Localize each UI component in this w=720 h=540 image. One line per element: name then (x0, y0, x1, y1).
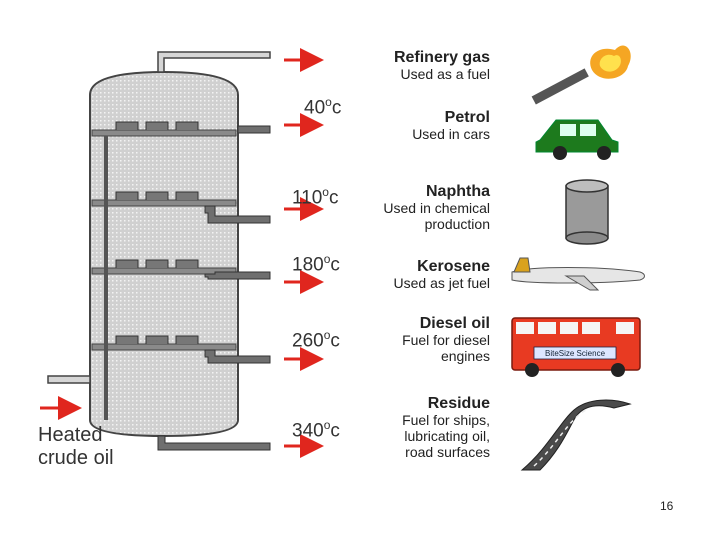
fraction-label-naphtha: Naphtha Used in chemical production (350, 183, 490, 233)
fraction-use: Fuel for ships, (402, 412, 490, 428)
fraction-label-kerosene: Kerosene Used as jet fuel (350, 258, 491, 292)
fraction-title: Naphtha (426, 183, 490, 200)
fraction-use: Used as jet fuel (393, 275, 491, 291)
feed-line-2: crude oil (38, 447, 114, 469)
fraction-title: Diesel oil (419, 315, 490, 332)
temperature-label: 110oc (292, 185, 339, 209)
fraction-use: production (424, 216, 490, 232)
temperature-label: 180oc (292, 252, 340, 276)
fraction-use: Used in chemical (383, 200, 490, 216)
fraction-use: road surfaces (405, 444, 490, 460)
fraction-use: engines (440, 348, 490, 364)
temperature-label: 260oc (292, 328, 340, 352)
temperature-label: 40oc (304, 95, 342, 119)
fraction-title: Refinery gas (393, 49, 490, 66)
bus-sign: BiteSize Science (545, 349, 606, 358)
fraction-label-residue: Residue Fuel for ships, lubricating oil,… (350, 395, 490, 461)
fraction-use: Fuel for diesel (402, 332, 490, 348)
car-icon (535, 119, 619, 160)
temperature-label: 340oc (292, 418, 340, 442)
jet-icon (511, 257, 645, 291)
outlet-pipes (157, 125, 271, 451)
feed-line-1: Heated (38, 424, 103, 446)
fraction-use: Used as a fuel (400, 66, 491, 82)
fraction-use: Used in cars (412, 126, 490, 142)
fraction-label-petrol: Petrol Used in cars (350, 109, 490, 143)
feed-pipe (47, 375, 91, 384)
page-number: 16 (660, 499, 674, 513)
drum-icon (565, 179, 609, 245)
bubble-caps (115, 121, 199, 344)
fraction-title: Petrol (444, 109, 490, 126)
flame-icon (531, 45, 631, 105)
feed-label: Heated crude oil (38, 424, 114, 470)
bus-icon: BiteSize Science (511, 317, 641, 377)
fraction-title: Kerosene (417, 258, 490, 275)
fraction-label-diesel: Diesel oil Fuel for diesel engines (350, 315, 490, 365)
fraction-use: lubricating oil, (404, 428, 490, 444)
fraction-label-refinery-gas: Refinery gas Used as a fuel (350, 49, 491, 83)
arrows (40, 48, 324, 458)
gas-outlet-pipe (157, 51, 271, 73)
road-icon (520, 399, 632, 471)
fraction-title: Residue (427, 395, 490, 412)
